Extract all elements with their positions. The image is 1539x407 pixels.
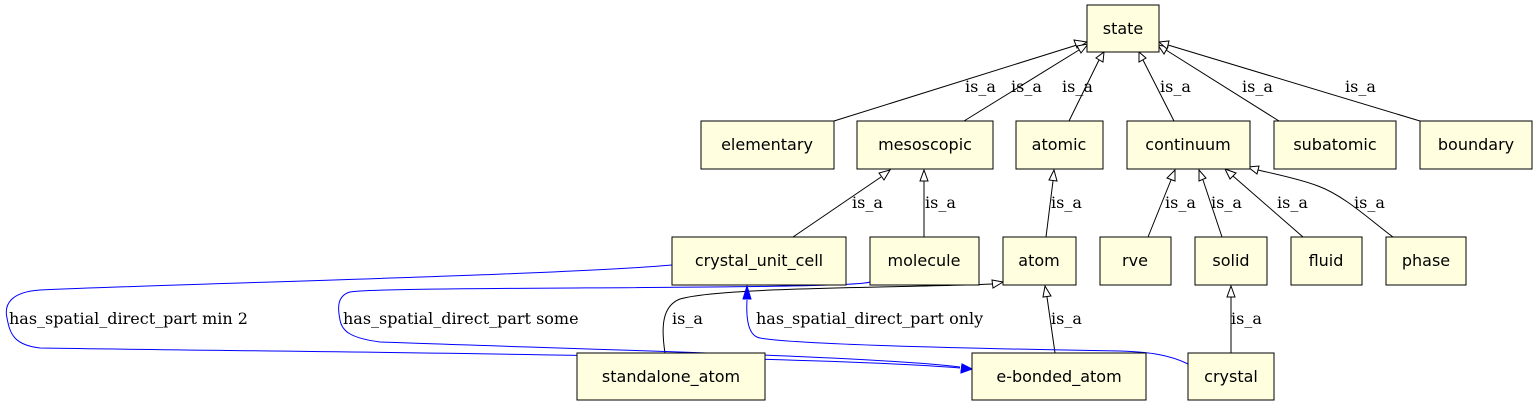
edge-mesoscopic-state xyxy=(963,49,1080,122)
node-crystal[interactable]: crystal xyxy=(1187,352,1275,401)
label-subatomic-state: is_a xyxy=(1242,77,1273,96)
node-label-elementary: elementary xyxy=(721,135,813,154)
node-molecule[interactable]: molecule xyxy=(869,236,980,286)
node-mesoscopic[interactable]: mesoscopic xyxy=(856,120,994,170)
node-boundary[interactable]: boundary xyxy=(1419,120,1533,170)
label-atom-atomic: is_a xyxy=(1051,193,1082,212)
edge-phase-continuum xyxy=(1257,169,1394,238)
label-crystal-unit-cell-mesoscopic: is_a xyxy=(852,193,883,212)
node-standalone-atom[interactable]: standalone_atom xyxy=(576,352,766,401)
edge-labels: is_a is_a is_a is_a is_a is_a is_a is_a … xyxy=(9,77,1385,328)
label-rve-continuum: is_a xyxy=(1165,193,1196,212)
arrowhead-rve-continuum xyxy=(1166,168,1176,182)
node-subatomic[interactable]: subatomic xyxy=(1273,120,1397,170)
node-label-solid: solid xyxy=(1212,251,1249,270)
edge-elementary-state xyxy=(833,44,1078,122)
edge-atomic-state xyxy=(1068,59,1100,122)
node-label-rve: rve xyxy=(1122,251,1148,270)
arrowhead-molecule-e-bonded-atom xyxy=(960,363,974,373)
node-label-atom: atom xyxy=(1018,251,1059,270)
label-phase-continuum: is_a xyxy=(1354,193,1385,212)
node-atom[interactable]: atom xyxy=(1002,236,1077,286)
node-label-state: state xyxy=(1103,19,1144,38)
edge-subatomic-state xyxy=(1165,49,1280,122)
arrowhead-crystal-solid xyxy=(1226,284,1236,298)
node-label-crystal: crystal xyxy=(1204,367,1258,386)
nodes: state elementary mesoscopic atomic conti… xyxy=(576,4,1533,401)
edge-e-bonded-atom-atom xyxy=(1046,296,1056,354)
node-crystal-unit-cell[interactable]: crystal_unit_cell xyxy=(671,236,847,286)
edge-standalone-atom-atom xyxy=(662,283,994,354)
node-label-subatomic: subatomic xyxy=(1293,135,1376,154)
label-min2: has_spatial_direct_part min 2 xyxy=(9,309,248,328)
arrowhead-molecule-mesoscopic xyxy=(919,168,929,182)
node-label-mesoscopic: mesoscopic xyxy=(878,135,972,154)
node-phase[interactable]: phase xyxy=(1385,236,1467,286)
node-e-bonded-atom[interactable]: e-bonded_atom xyxy=(971,352,1147,401)
node-label-crystal-unit-cell: crystal_unit_cell xyxy=(695,251,823,271)
node-label-e-bonded-atom: e-bonded_atom xyxy=(996,367,1121,387)
arrowhead-boundary-state xyxy=(1157,40,1170,50)
label-boundary-state: is_a xyxy=(1345,77,1376,96)
arrowhead-phase-continuum xyxy=(1246,165,1260,175)
edge-crystal-unit-cell-mesoscopic xyxy=(792,176,882,238)
label-fluid-continuum: is_a xyxy=(1277,193,1308,212)
edge-rve-continuum xyxy=(1147,179,1172,238)
arrowhead-fluid-continuum xyxy=(1223,168,1237,180)
edge-continuum-state xyxy=(1142,59,1175,122)
isa-edges xyxy=(662,39,1421,354)
label-elementary-state: is_a xyxy=(965,77,996,96)
edge-solid-continuum xyxy=(1202,179,1223,238)
arrowhead-continuum-state xyxy=(1138,50,1147,63)
arrowhead-mesoscopic-state xyxy=(1076,43,1090,54)
node-atomic[interactable]: atomic xyxy=(1015,120,1104,170)
label-standalone-atom-atom: is_a xyxy=(672,309,703,328)
node-state[interactable]: state xyxy=(1086,4,1160,53)
label-atomic-state: is_a xyxy=(1062,77,1093,96)
node-label-molecule: molecule xyxy=(888,251,961,270)
label-mesoscopic-state: is_a xyxy=(1011,77,1042,96)
node-label-atomic: atomic xyxy=(1032,135,1087,154)
node-label-phase: phase xyxy=(1402,251,1450,270)
edge-crystal-crystal-unit-cell xyxy=(746,299,1189,365)
arrowhead-e-bonded-atom-atom xyxy=(1042,284,1052,298)
node-label-boundary: boundary xyxy=(1438,135,1514,154)
edge-atom-atomic xyxy=(1045,180,1054,238)
node-elementary[interactable]: elementary xyxy=(700,120,835,170)
arrowhead-crystal-crystal-unit-cell xyxy=(742,284,752,300)
node-rve[interactable]: rve xyxy=(1099,236,1172,286)
node-label-standalone-atom: standalone_atom xyxy=(602,367,740,387)
node-continuum[interactable]: continuum xyxy=(1126,120,1251,170)
node-label-continuum: continuum xyxy=(1145,135,1230,154)
label-solid-continuum: is_a xyxy=(1211,193,1242,212)
label-continuum-state: is_a xyxy=(1160,77,1191,96)
label-only: has_spatial_direct_part only xyxy=(756,309,983,328)
edge-fluid-continuum xyxy=(1232,175,1304,238)
label-e-bonded-atom-atom: is_a xyxy=(1051,309,1082,328)
arrowhead-solid-continuum xyxy=(1198,168,1207,182)
edge-boundary-state xyxy=(1167,44,1421,122)
arrowhead-atom-atomic xyxy=(1048,168,1058,182)
label-molecule-mesoscopic: is_a xyxy=(925,193,956,212)
arrowhead-crystal-unit-cell-mesoscopic xyxy=(878,169,892,181)
label-some: has_spatial_direct_part some xyxy=(343,309,579,328)
arrowhead-standalone-atom-atom xyxy=(991,279,1005,289)
node-label-fluid: fluid xyxy=(1309,251,1344,270)
node-solid[interactable]: solid xyxy=(1194,236,1268,286)
label-crystal-solid: is_a xyxy=(1231,309,1262,328)
node-fluid[interactable]: fluid xyxy=(1290,236,1363,286)
arrowhead-atomic-state xyxy=(1095,50,1105,63)
